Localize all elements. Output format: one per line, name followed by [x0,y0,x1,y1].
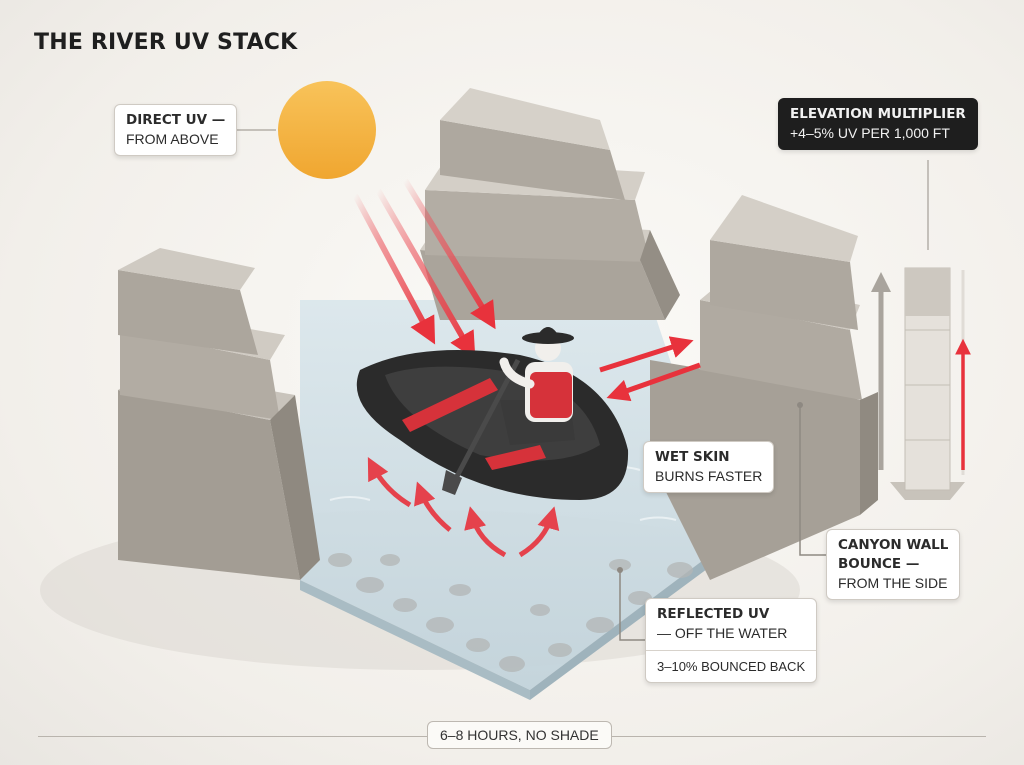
reflected-uv-subtitle: — OFF THE WATER [657,625,788,641]
reflected-uv-divider [646,650,817,651]
wet-skin-title: WET SKIN [655,449,730,465]
elevation-pillar [871,160,971,500]
right-canyon-wall [650,195,878,580]
canyon-bounce-arrows [599,336,701,402]
direct-uv-label: DIRECT UV — FROM ABOVE [114,104,238,156]
canyon-bounce-title-1: CANYON WALL [838,537,949,553]
footer-duration: 6–8 HOURS, NO SHADE [427,721,612,749]
sun-icon [278,81,376,179]
direct-uv-rays [352,178,496,360]
reflected-leader-dot [617,567,623,573]
center-canyon-wall [420,88,680,320]
reflected-uv-label: REFLECTED UV — OFF THE WATER 3–10% BOUNC… [645,598,818,683]
elevation-title: ELEVATION MULTIPLIER [790,106,966,122]
canyon-bounce-subtitle: FROM THE SIDE [838,575,948,591]
page-title: THE RIVER UV STACK [34,30,298,55]
canyon-bounce-title-2: BOUNCE — [838,556,920,572]
canyon-bounce-label: CANYON WALL BOUNCE — FROM THE SIDE [826,529,961,600]
reflected-uv-title: REFLECTED UV [657,606,770,622]
wet-skin-label: WET SKIN BURNS FASTER [643,441,775,493]
rafter [442,327,575,495]
elevation-subtitle: +4–5% UV PER 1,000 FT [790,125,950,141]
left-canyon-wall [118,248,320,580]
elevation-label: ELEVATION MULTIPLIER +4–5% UV PER 1,000 … [778,98,978,150]
canyon-leader-dot [797,402,803,408]
reflected-uv-arrows [367,457,560,558]
direct-uv-subtitle: FROM ABOVE [126,131,219,147]
reflected-uv-note: 3–10% BOUNCED BACK [657,659,806,674]
direct-uv-title: DIRECT UV — [126,112,226,128]
callout-leaders [619,405,826,641]
wet-skin-subtitle: BURNS FASTER [655,468,763,484]
